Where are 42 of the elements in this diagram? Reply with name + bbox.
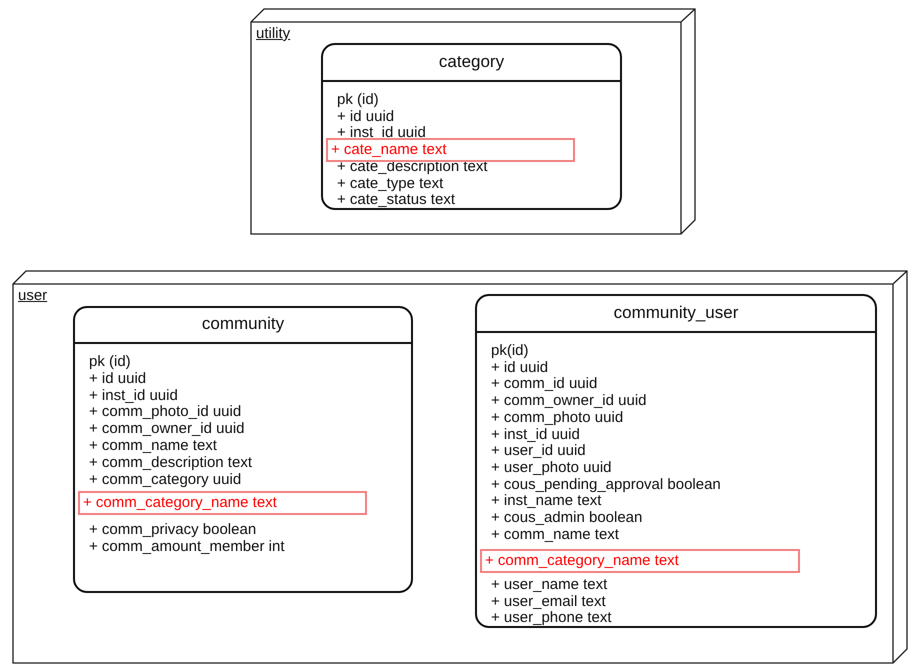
field-text: + comm_category uuid <box>89 470 242 488</box>
highlighted-field: + comm_category_name text <box>480 548 800 573</box>
field-text: + id uuid <box>89 370 146 387</box>
field-text: + comm_amount_member int <box>89 538 284 555</box>
field-text: + comm_id uuid <box>491 375 598 392</box>
field-text: + comm_owner_id uuid <box>89 420 245 438</box>
field-text: + comm_photo_id uuid <box>89 403 242 420</box>
package-name: user <box>18 287 48 305</box>
field-text: + comm_privacy boolean <box>89 521 256 538</box>
field-text: + inst_name text <box>491 492 602 510</box>
field-text: pk (id) <box>89 353 131 370</box>
field-text: + comm_owner_id uuid <box>491 392 647 410</box>
field-text: + comm_description text <box>89 454 252 471</box>
field-text: + inst_id uuid <box>89 386 178 404</box>
field-text: + comm_name text <box>89 437 217 454</box>
package-frame <box>250 8 696 235</box>
field-text: + user_photo uuid <box>491 458 612 476</box>
field-text: + comm_name text <box>491 526 619 543</box>
entity-table <box>321 43 622 210</box>
field-text: + cous_pending_approval boolean <box>491 476 721 493</box>
field-text: pk(id) <box>491 342 529 359</box>
field-text: + id uuid <box>491 358 548 376</box>
field-text: pk (id) <box>337 91 379 108</box>
field-text: + user_phone text <box>491 609 612 626</box>
entity-table <box>73 306 413 593</box>
highlighted-field: + cate_name text <box>326 138 575 162</box>
table-name: category <box>438 52 506 72</box>
package-name: utility <box>256 25 290 43</box>
field-text: + user_email text <box>491 592 606 610</box>
field-text: + inst_id uuid <box>491 426 580 442</box>
field-text: + comm_photo uuid <box>491 408 624 426</box>
field-text: + id uuid <box>337 108 394 125</box>
table-name: community <box>200 314 286 334</box>
field-text: + user_name text <box>491 576 608 593</box>
table-name: community_user <box>612 302 740 322</box>
field-text: + cous_admin boolean <box>491 509 642 526</box>
entity-table <box>475 294 877 628</box>
package-frame <box>12 270 908 664</box>
field-text: + cate_status text <box>337 191 455 208</box>
field-text: + cate_type text <box>337 174 444 192</box>
field-text: + user_id uuid <box>491 442 586 460</box>
highlighted-field: + comm_category_name text <box>78 490 367 515</box>
